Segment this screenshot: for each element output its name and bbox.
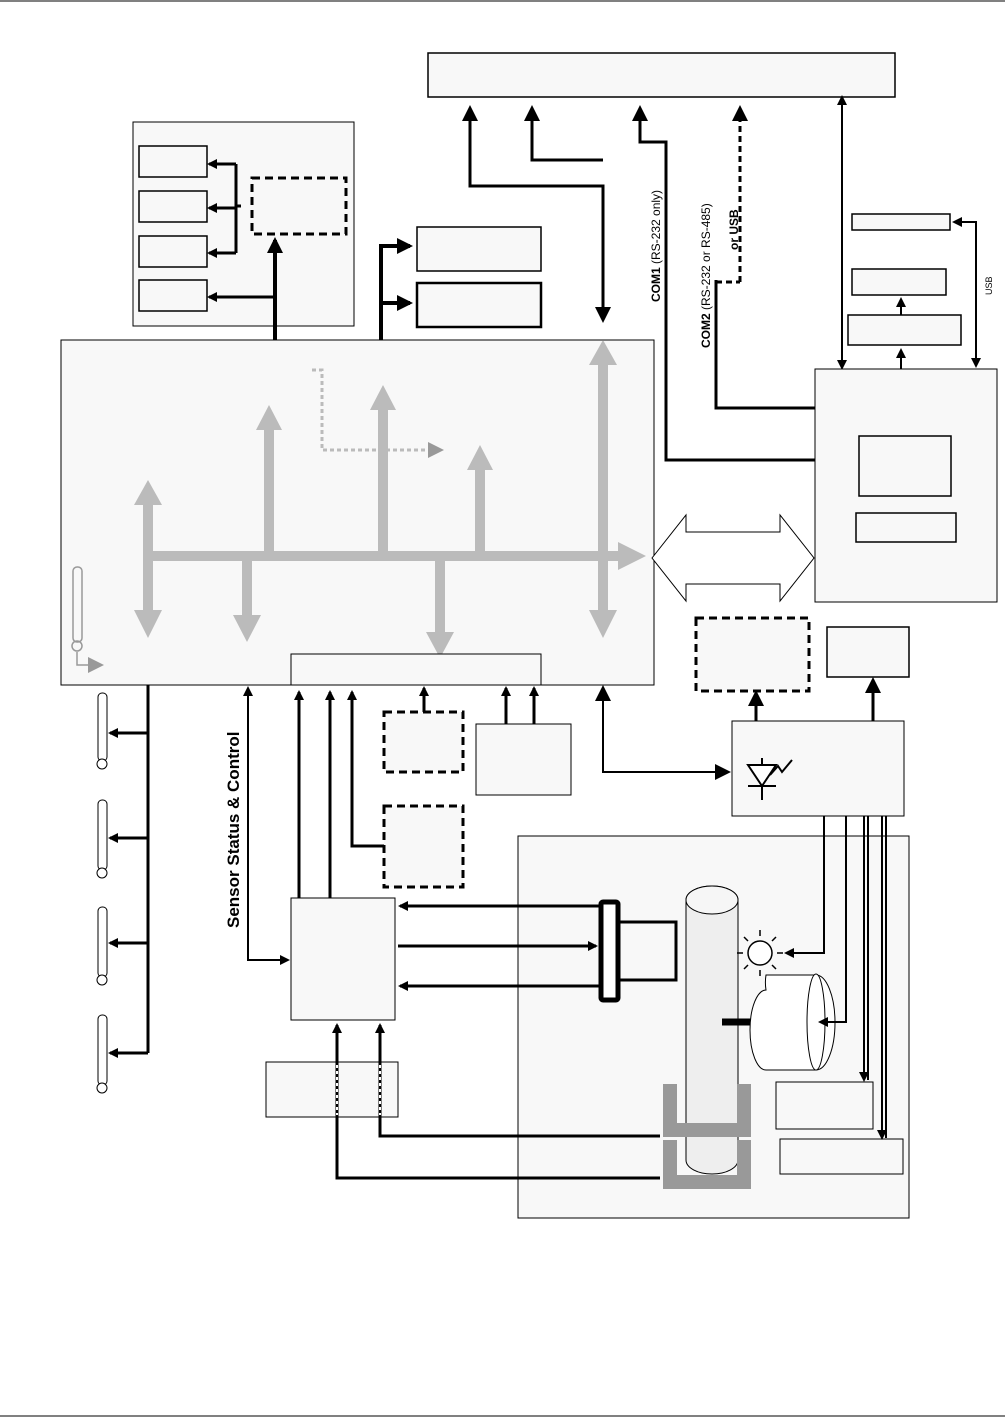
analog-out-2: [415, 281, 543, 329]
wheel-motor: [722, 973, 836, 1071]
usb-port-box: [851, 213, 951, 231]
cpu-chip-1: [858, 435, 952, 497]
interface-box: [847, 314, 962, 346]
led-icon: [746, 758, 793, 800]
detector-housing: [598, 899, 678, 1003]
relay-output-2: [138, 190, 208, 223]
internal-bus-heads: [134, 340, 646, 658]
onboard-thermistor: [71, 566, 104, 673]
usb-label: USB: [984, 276, 994, 295]
motherboard: [60, 339, 655, 686]
sensor-input-strip: [290, 653, 542, 686]
bus-dotted-branch: [312, 368, 444, 458]
bench-temp-box: [779, 1138, 904, 1175]
internal-bus: [143, 360, 622, 640]
relay-connectors: [207, 159, 283, 340]
strip-connectors: [294, 686, 539, 898]
or-usb-label: or USB: [727, 209, 741, 250]
cpu-chip-2: [855, 512, 957, 543]
cpu-connectors: [896, 217, 981, 369]
analog-out-1: [416, 226, 542, 272]
sensor-control-line: [243, 686, 290, 965]
bench-signal-lines: [398, 901, 600, 991]
optional-module-dashed: [694, 616, 811, 693]
comm-lines: [462, 95, 847, 462]
pressure-sensor-box: [475, 723, 572, 796]
relay-output-1: [138, 145, 208, 178]
sync-lines: [332, 1023, 660, 1180]
rear-panel-bar: [427, 52, 896, 98]
preamp-board: [290, 897, 396, 1021]
relay-output-4: [138, 279, 208, 312]
relay-output-3: [138, 235, 208, 268]
com1-label: COM1 (RS-232 only): [649, 190, 663, 302]
sync-sensors: [663, 1084, 751, 1189]
driver-connectors: [595, 677, 881, 780]
optional-sensor-1: [382, 710, 465, 774]
thermistor-bus: [108, 685, 150, 1058]
ethernet-box: [851, 268, 947, 296]
driver-to-bench-lines: [784, 816, 887, 1140]
sun-lamp-icon: [737, 930, 783, 976]
com2-label: COM2 (RS-232 or RS-485): [699, 203, 713, 348]
thermistor-icons: [96, 692, 108, 1094]
bus-double-arrow: [651, 513, 815, 603]
display-box: [826, 626, 910, 678]
bench-heater-box: [775, 1081, 874, 1130]
sync-demod-box: [265, 1061, 399, 1118]
analog-out-connectors: [379, 238, 413, 340]
sensor-status-label: Sensor Status & Control: [224, 732, 243, 928]
relay-option-dashed: [250, 176, 348, 236]
optional-sensor-2: [382, 804, 465, 889]
